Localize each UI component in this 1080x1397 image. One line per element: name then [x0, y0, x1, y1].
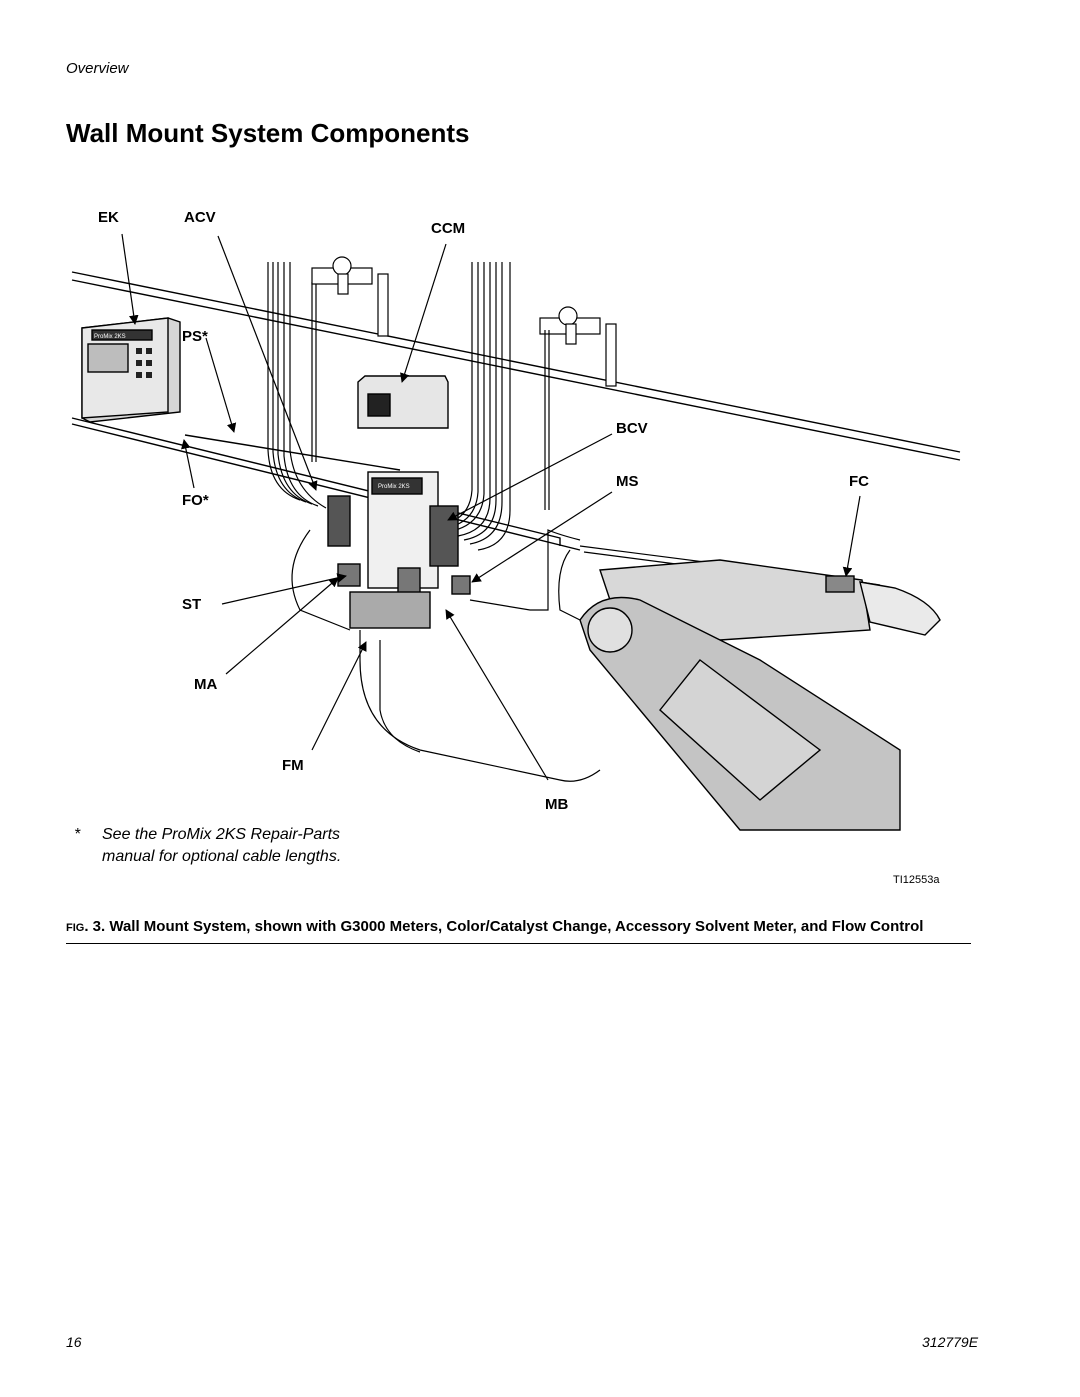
section-label: Overview	[66, 60, 129, 77]
callout-fc: FC	[849, 473, 869, 490]
conduits-left	[267, 262, 327, 509]
callout-mb: MB	[545, 796, 569, 813]
leader-ms	[471, 491, 613, 583]
callout-ma: MA	[194, 676, 218, 693]
callout-ek: EK	[98, 209, 119, 226]
panel-brand: ProMix 2KS	[378, 484, 410, 490]
callout-st: ST	[182, 596, 202, 613]
caption-text: . 3. Wall Mount System, shown with G3000…	[84, 918, 924, 935]
leader-mb	[445, 609, 549, 781]
doc-number: 312779E	[922, 1334, 979, 1350]
color-change-module	[357, 375, 449, 429]
air-regulator-right	[539, 306, 617, 510]
callout-acv: ACV	[184, 209, 216, 226]
leader-acv	[217, 235, 318, 491]
controller-box	[81, 317, 181, 423]
figure-id: TI12553a	[893, 874, 940, 886]
page-number: 16	[66, 1334, 82, 1350]
leader-lines	[121, 233, 861, 781]
air-regulator-left	[311, 256, 389, 337]
figure-caption: FIG. 3. Wall Mount System, shown with G3…	[66, 918, 971, 944]
callout-bcv: BCV	[616, 420, 648, 437]
mix-panel	[327, 471, 471, 629]
callout-fo: FO*	[182, 492, 209, 509]
wall-rails	[71, 271, 961, 551]
wall-mount-illustration: ProMix 2KS ProMix 2KS	[71, 233, 961, 831]
leader-bcv	[447, 433, 613, 521]
leader-ma	[225, 577, 339, 675]
system-figure: ProMix 2KS ProMix 2KS EK ACV CCM PS* BCV…	[0, 190, 1080, 900]
leader-ccm	[400, 243, 447, 383]
callout-ms: MS	[616, 473, 639, 490]
controller-brand: ProMix 2KS	[94, 334, 126, 340]
leader-st	[221, 573, 347, 605]
footnote-marker: *	[74, 826, 81, 843]
leader-ps	[205, 337, 237, 433]
callout-fm: FM	[282, 757, 304, 774]
footnote-text: See the ProMix 2KS Repair-Parts manual f…	[102, 826, 342, 865]
caption-fig: FIG	[66, 922, 85, 934]
callout-ccm: CCM	[431, 220, 466, 237]
callout-ps: PS*	[182, 328, 208, 345]
leader-fo	[181, 439, 195, 489]
robot-arm	[579, 559, 941, 831]
leader-fc	[842, 495, 861, 577]
leader-fm	[311, 641, 367, 751]
page-title: Wall Mount System Components	[66, 118, 470, 148]
leader-ek	[121, 233, 139, 325]
